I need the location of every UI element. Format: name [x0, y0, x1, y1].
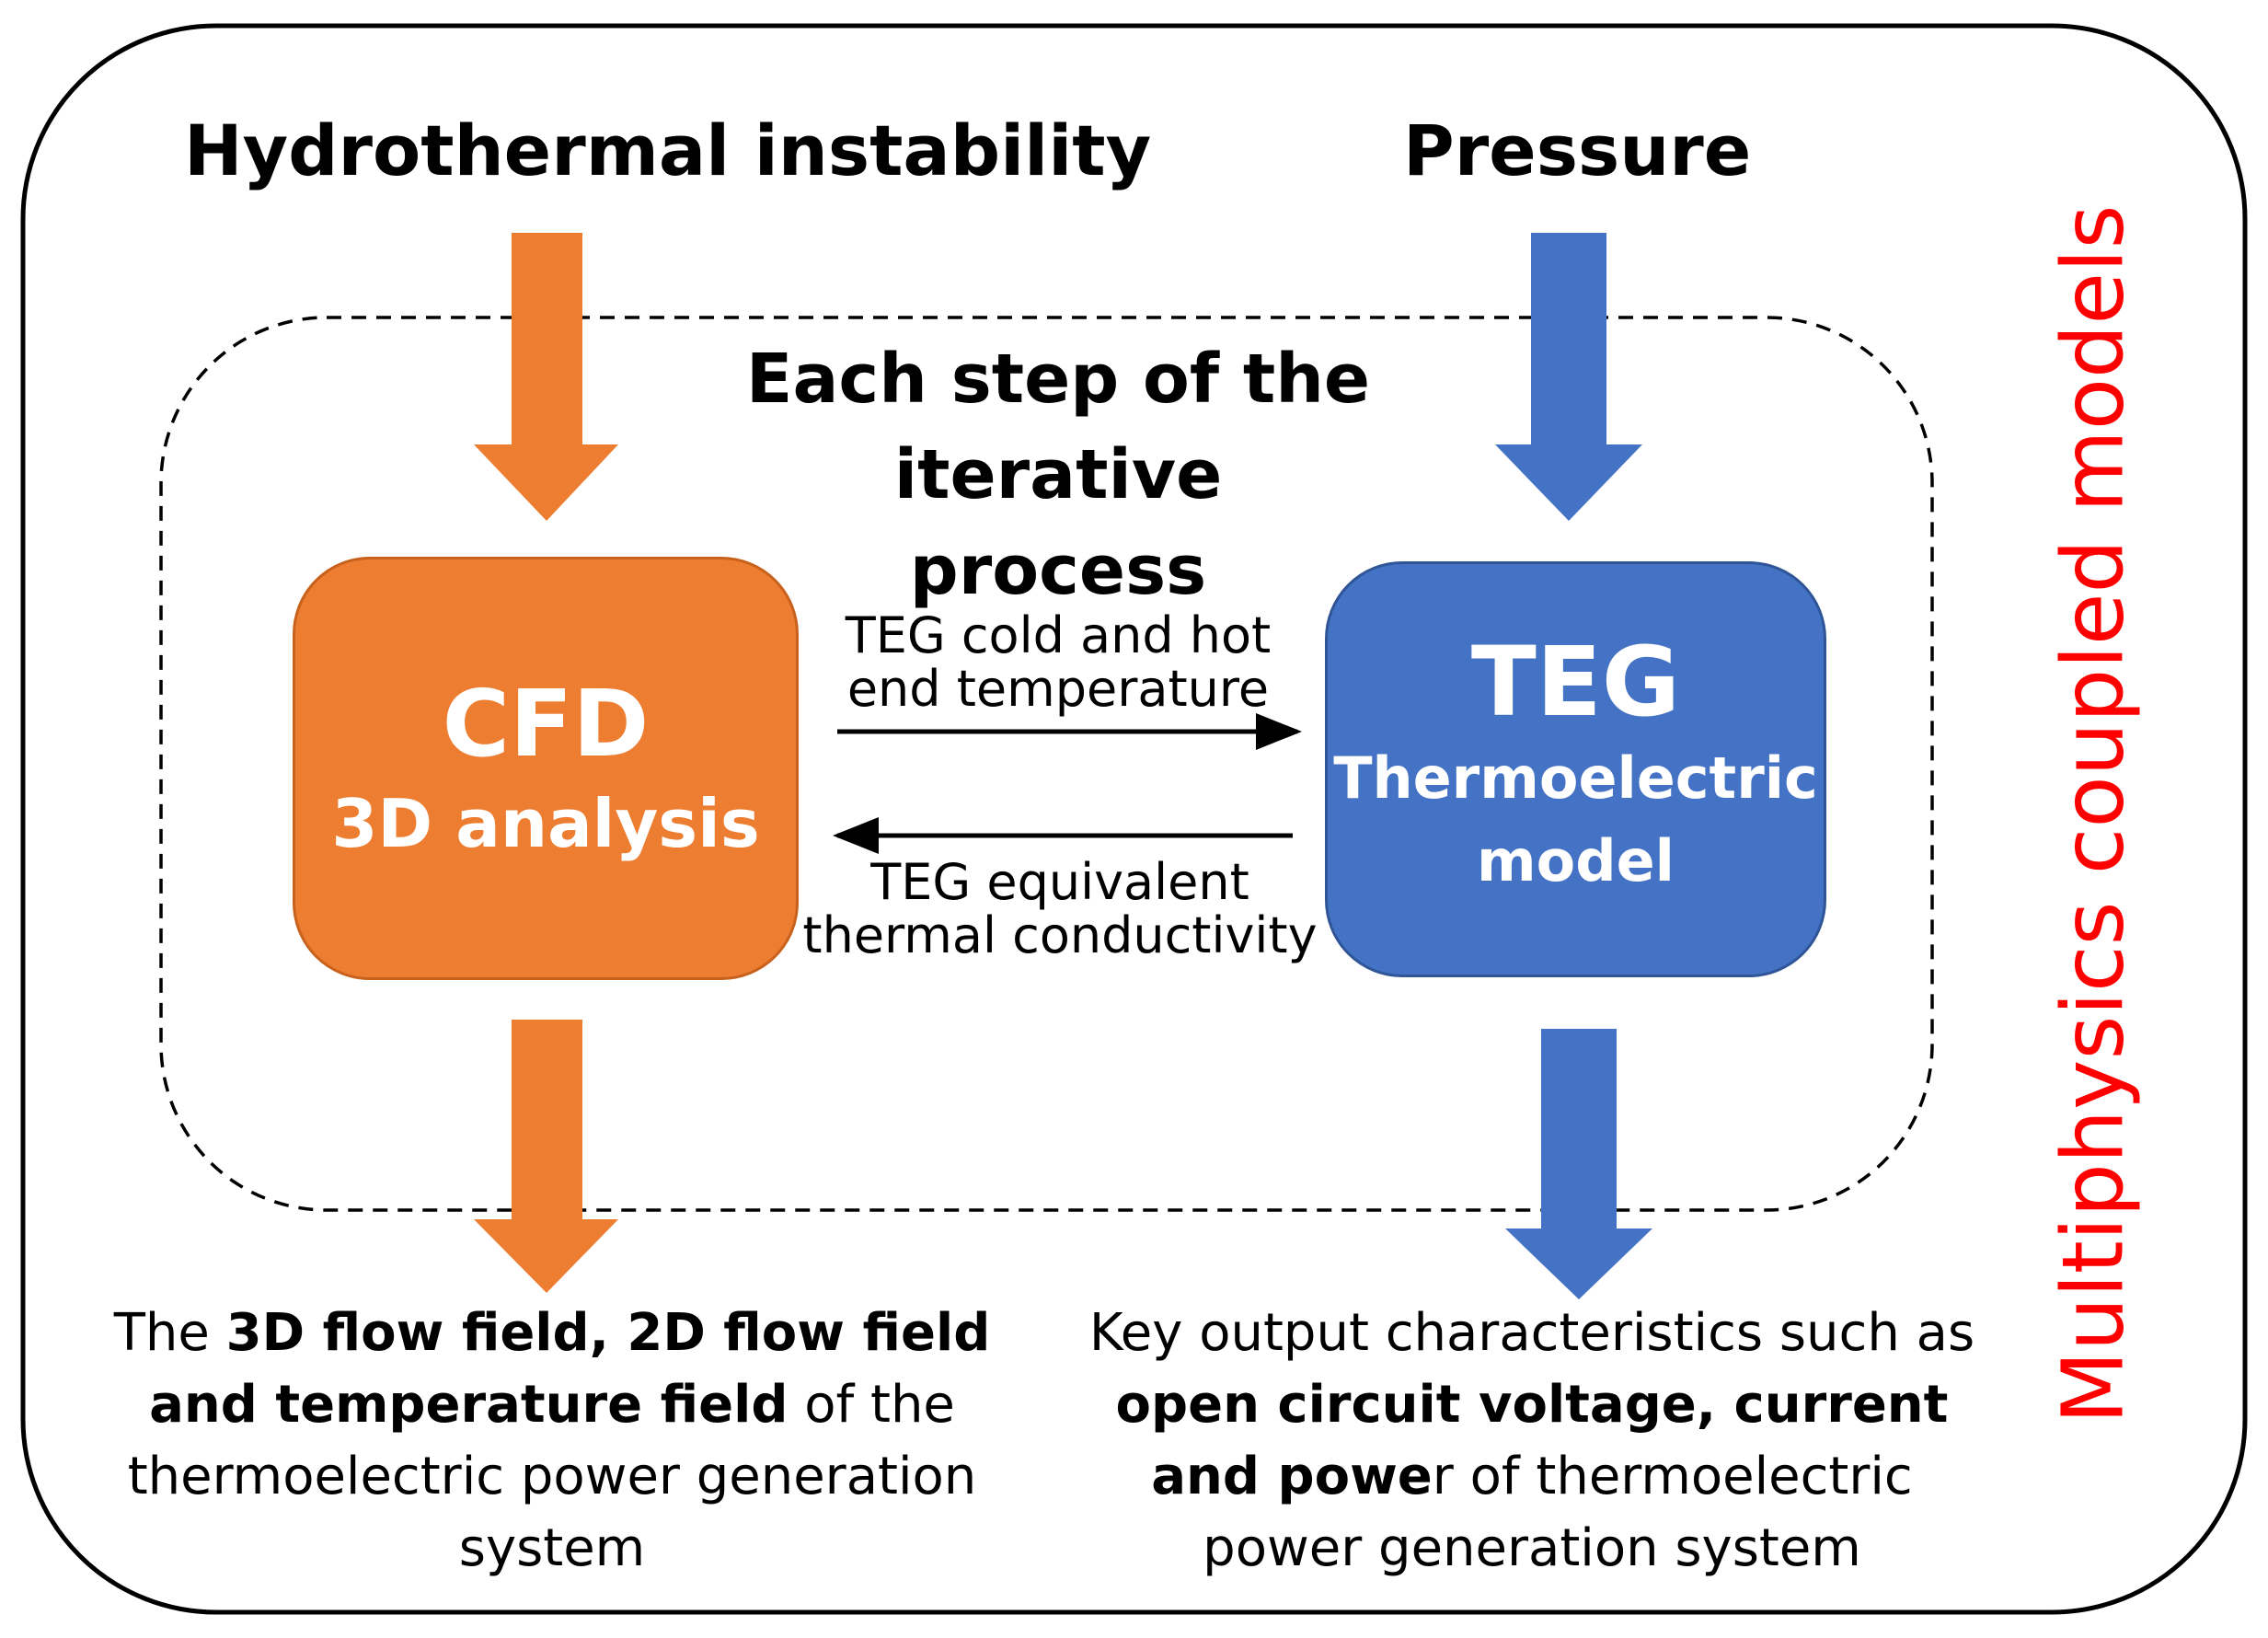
forward-exchange-line-1: TEG cold and hot: [845, 606, 1272, 664]
outer-frame: [20, 23, 2248, 1615]
teg-box: TEG Thermoelectric model: [1325, 561, 1826, 977]
iteration-title-line-2: iterative process: [893, 435, 1223, 610]
forward-exchange-label: TEG cold and hot end temperature: [800, 609, 1316, 716]
backward-exchange-line-1: TEG equivalent: [870, 853, 1249, 911]
teg-output-text-2: r of thermoelectric: [1432, 1447, 1913, 1506]
cfd-output-text-4: system: [458, 1518, 646, 1578]
hydrothermal-input-arrow: [474, 233, 618, 521]
teg-output-bold-2: and powe: [1151, 1447, 1433, 1506]
iteration-title: Each step of the iterative process: [736, 331, 1380, 618]
hydrothermal-instability-label: Hydrothermal instability: [184, 110, 1152, 191]
cfd-output-text-2: of the: [788, 1375, 955, 1435]
teg-title: TEG: [1470, 626, 1681, 738]
side-title: Multiphysics coupled models: [2044, 204, 2143, 1425]
side-title-container: Multiphysics coupled models: [2024, 184, 2162, 1445]
forward-exchange-line-2: end temperature: [846, 660, 1270, 718]
pressure-input-arrow: [1495, 233, 1642, 521]
teg-output-text-1: Key output characteristics such as: [1088, 1303, 1975, 1363]
pressure-label: Pressure: [1403, 110, 1752, 191]
teg-output-arrow: [1505, 1029, 1652, 1299]
cfd-box: CFD 3D analysis: [293, 557, 799, 980]
cfd-output-arrow: [474, 1020, 618, 1293]
cfd-output-text-1: The: [113, 1303, 226, 1363]
iteration-title-line-1: Each step of the: [745, 340, 1371, 419]
teg-output-bold-1: open circuit voltage, current: [1115, 1375, 1949, 1435]
teg-subtitle-line-2: model: [1477, 827, 1675, 894]
cfd-output-bold-1: 3D flow field, 2D flow field: [225, 1303, 991, 1363]
iteration-boundary: [159, 316, 1934, 1212]
cfd-title: CFD: [442, 670, 650, 778]
teg-output-text-3: power generation system: [1203, 1518, 1861, 1578]
teg-output-description: Key output characteristics such as open …: [1058, 1298, 2006, 1585]
backward-exchange-label: TEG equivalent thermal conductivity: [793, 856, 1327, 963]
cfd-subtitle: 3D analysis: [331, 785, 760, 862]
teg-subtitle-line-1: Thermoelectric: [1333, 744, 1818, 812]
cfd-output-description: The 3D flow field, 2D flow field and tem…: [92, 1298, 1012, 1585]
cfd-output-bold-2: and temperature field: [149, 1375, 789, 1435]
cfd-output-text-3: thermoelectric power generation: [127, 1447, 977, 1506]
backward-exchange-line-2: thermal conductivity: [802, 906, 1318, 964]
